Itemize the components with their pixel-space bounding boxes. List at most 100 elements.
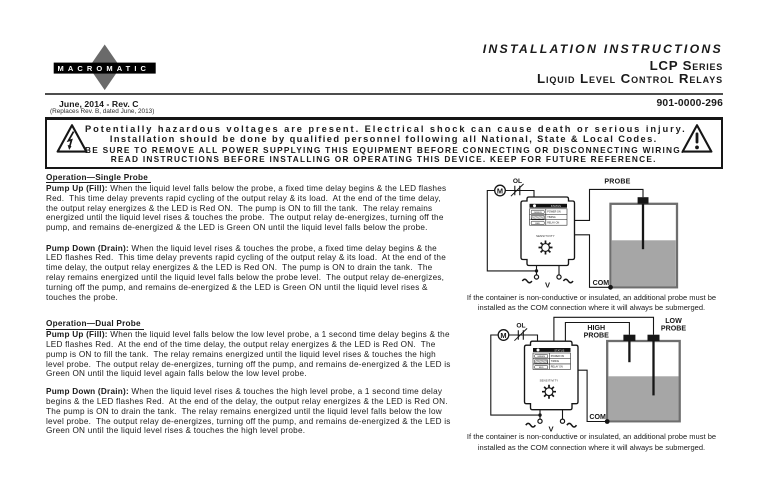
- terminal-stems: [535, 265, 560, 275]
- paragraph-body: When the liquid level rises & touches th…: [46, 243, 449, 302]
- green-led-box: [534, 354, 548, 359]
- red-led-box: [530, 220, 545, 225]
- low-probe-terminal-cap: [647, 334, 660, 341]
- paragraph-body: When the liquid level falls below the lo…: [46, 330, 454, 379]
- probe-terminal-cap: [637, 197, 649, 204]
- ac-wave-icon: [562, 278, 574, 284]
- paragraph-lead: Pump Up (Fill):: [46, 183, 108, 193]
- high-probe-terminal-cap: [623, 334, 636, 341]
- warning-line-1: Potentially hazardous voltages are prese…: [85, 123, 687, 134]
- status-bar: [529, 203, 567, 208]
- wire-com: [578, 369, 606, 423]
- dual-probe-wiring-diagram: OL M HIGH PROBE LOW PROBE COM STATUS GRE…: [490, 316, 686, 434]
- doc-series: LCP Series: [649, 57, 723, 73]
- relay-on-label: RELAY ON: [547, 222, 559, 225]
- paragraph-body: When the liquid level falls below the pr…: [46, 183, 449, 233]
- wire-motor-loop: [490, 334, 540, 416]
- header-rule: [45, 93, 723, 95]
- green-led-box: [530, 209, 545, 214]
- exclamation-warning-icon: [681, 124, 712, 153]
- warning-line-2: Installation should be done by qualified…: [109, 133, 658, 144]
- wire-com: [574, 234, 609, 288]
- knob-spokes: [538, 240, 553, 255]
- wire-low-probe: [553, 316, 655, 342]
- paragraph-lead: Pump Down (Drain):: [46, 387, 129, 397]
- ac-wave-icon: [525, 422, 537, 428]
- high-voltage-warning-icon: [56, 124, 88, 153]
- warning-line-3: BE SURE TO REMOVE ALL POWER SUPPLYING TH…: [85, 144, 685, 155]
- ac-wave-icon: [566, 422, 578, 428]
- status-bar: [533, 348, 571, 352]
- power-on-label: POWER ON: [551, 355, 565, 358]
- paragraph-lead: Pump Up (Fill):: [46, 330, 108, 340]
- logo-bar: [53, 62, 156, 74]
- led-table: [529, 208, 568, 226]
- low-probe-label-line2: PROBE: [661, 325, 686, 333]
- com-junction-dot: [604, 419, 610, 424]
- motor-icon: [494, 184, 506, 197]
- status-led-icon: [533, 204, 536, 208]
- macromatic-logo: MACROMATIC: [53, 44, 156, 91]
- status-led-icon: [536, 348, 540, 352]
- exclamation-bar: [695, 132, 698, 144]
- section-dual-probe: Operation—Dual Probe Pump Up (Fill): Whe…: [46, 319, 453, 436]
- sensitivity-knob-icon: [542, 384, 556, 399]
- knob-dial: [541, 243, 550, 252]
- junction-dot: [534, 269, 539, 273]
- document-number: 901-0000-296: [656, 98, 723, 110]
- voltage-label: V: [545, 280, 551, 289]
- relay-module: STATUS GREEN RED POWER ON TIMING RELAY O…: [523, 340, 579, 434]
- overload-slash: [514, 328, 528, 342]
- com-label: COM: [593, 279, 610, 287]
- terminal-right: [559, 418, 566, 424]
- wire-high-probe: [564, 321, 630, 342]
- com-label: COM: [589, 413, 606, 421]
- led-table-grid: [533, 352, 571, 370]
- terminal-stems: [539, 409, 564, 420]
- doc-title: INSTALLATION INSTRUCTIONS: [482, 41, 723, 56]
- timing-flash-hatch: [531, 215, 545, 219]
- red-led-label: RED: [535, 223, 540, 225]
- ac-wave-icon: [521, 278, 533, 284]
- warning-triangle: [56, 124, 88, 153]
- terminal-right: [556, 274, 562, 280]
- revision-note: (Replaces Rev. B, dated June, 2013): [50, 108, 155, 116]
- knob-spokes: [542, 384, 556, 399]
- warning-line-4: READ INSTRUCTIONS BEFORE INSTALLING OR O…: [110, 154, 657, 165]
- diagram-caption: If the container is non-conductive or in…: [466, 292, 717, 313]
- led-table-grid: [529, 208, 567, 226]
- overload-slash: [510, 183, 524, 197]
- timing-label: TIMING: [547, 216, 556, 219]
- section-single-probe: Operation—Single Probe Pump Up (Fill): W…: [46, 173, 453, 303]
- section-heading: Operation—Dual Probe: [46, 319, 144, 330]
- green-led-label: GREEN: [534, 212, 542, 214]
- lightning-bolt-icon: [66, 131, 75, 149]
- timing-label: TIMING: [551, 360, 560, 363]
- paragraph-lead: Pump Down (Drain):: [46, 243, 129, 253]
- motor-icon: [497, 329, 510, 341]
- warning-text: Potentially hazardous voltages are prese…: [85, 123, 687, 165]
- com-junction-dot: [608, 284, 613, 290]
- red-led-box: [534, 365, 548, 370]
- lightning-bolt-arrowhead: [67, 145, 72, 151]
- voltage-label: V: [549, 425, 555, 434]
- status-label: STATUS: [551, 205, 561, 208]
- junction-dot: [538, 413, 542, 417]
- red-led-label: RED: [539, 367, 544, 369]
- warning-box: Potentially hazardous voltages are prese…: [45, 116, 723, 170]
- diagram-caption: If the container is non-conductive or in…: [466, 432, 717, 452]
- power-on-label: POWER ON: [547, 211, 561, 214]
- logo-brand-text: MACROMATIC: [58, 64, 151, 73]
- status-label: STATUS: [554, 349, 564, 352]
- relay-on-label: RELAY ON: [551, 366, 563, 369]
- single-probe-wiring-diagram: OL M PROBE COM STATUS GREEN RED POWER ON…: [486, 178, 679, 290]
- revision-date: June, 2014 - Rev. C: [59, 98, 139, 109]
- section-heading-row: Operation—Dual Probe: [46, 319, 453, 330]
- sensitivity-label: SENSITIVITY: [536, 234, 555, 238]
- led-table: [532, 352, 571, 370]
- tank-liquid: [608, 376, 679, 421]
- terminal-left: [533, 274, 540, 280]
- green-led-label: GREEN: [537, 356, 545, 358]
- title-block: INSTALLATION INSTRUCTIONS LCP Series Liq…: [482, 41, 723, 85]
- paragraph-body: When the liquid level rises & touches th…: [46, 387, 454, 436]
